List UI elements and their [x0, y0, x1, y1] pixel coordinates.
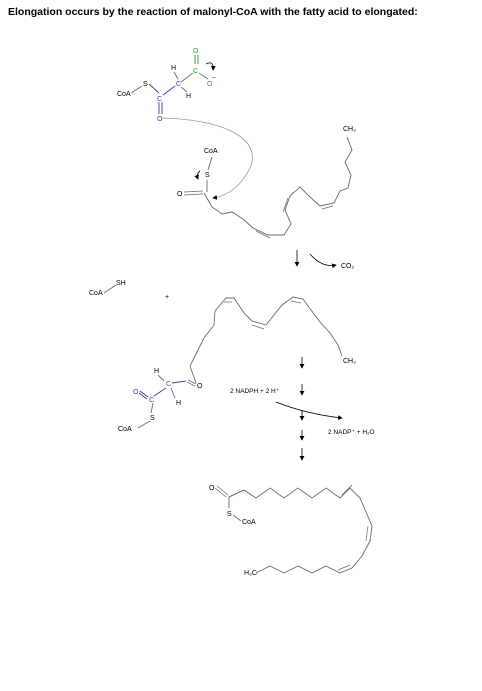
carboxyl-oxygen-label: O [193, 48, 199, 55]
negative-charge-label: − [212, 75, 216, 82]
bond [130, 85, 143, 94]
nadp-label: 2 NADP⁺ + H₂O [328, 429, 375, 436]
double-bond [158, 102, 163, 114]
double-bond [290, 300, 302, 304]
sh-label: SH [116, 280, 126, 287]
page-title: Elongation occurs by the reaction of mal… [8, 6, 418, 18]
double-bond [138, 390, 149, 400]
beta-ketoacyl-coa: CH₃ O C H H C O S CoA [118, 296, 356, 433]
bond [150, 402, 154, 414]
double-bond [194, 55, 199, 64]
bond [180, 86, 188, 93]
nadp-release-arrow [275, 401, 343, 420]
fatty-acid-chain [243, 487, 373, 574]
double-bond [183, 190, 204, 196]
plus-sign: + [165, 294, 169, 301]
coa-label: CoA [118, 426, 132, 433]
alpha-carbon-label: C [166, 381, 171, 388]
bond [153, 387, 167, 397]
reduction-step: 2 NADPH + 2 H⁺ 2 NADP⁺ + H₂O [230, 357, 375, 461]
carboxylate-oxygen-label: O [207, 81, 213, 88]
hydrogen-label: H [171, 65, 176, 72]
nucleophilic-attack-arrow [161, 117, 253, 200]
double-bond [321, 205, 334, 210]
bond [148, 83, 160, 94]
double-bond [251, 324, 265, 330]
carboxyl-carbon-label: C [193, 68, 198, 75]
bond [157, 374, 165, 382]
bond [162, 85, 176, 96]
bond [171, 380, 187, 384]
nadph-label: 2 NADPH + 2 H⁺ [230, 388, 280, 395]
coa-sh: CoA SH + [89, 280, 169, 301]
fatty-acid-chain [203, 136, 353, 236]
double-bond [214, 485, 229, 498]
electron-push-arrow [194, 170, 201, 180]
malonyl-coa-label: CoA [117, 91, 131, 98]
decarboxylation-step: CO₂ [294, 250, 355, 270]
bond [137, 420, 151, 429]
electron-push-arrow [205, 62, 216, 71]
sulfur-label: S [150, 415, 155, 422]
co2-label: CO₂ [341, 263, 355, 270]
product-coa-label: CoA [242, 519, 256, 526]
bond [170, 387, 176, 399]
carbonyl-oxygen-label: O [157, 116, 163, 123]
carbonyl-carbon-label: C [157, 96, 162, 103]
product-oxygen-label: O [209, 485, 215, 492]
thioester-oxygen-label: O [177, 191, 183, 198]
hydrogen-label: H [186, 93, 191, 100]
thioester-coa-label: CoA [204, 148, 218, 155]
double-bond [186, 379, 197, 387]
h3c-label: H₃C [244, 570, 257, 577]
thioester-carbon-label: C [149, 397, 154, 404]
co2-release-arrow [309, 253, 337, 269]
double-bond [282, 197, 289, 213]
ch3-label: CH₃ [343, 126, 356, 133]
thioester-oxygen-label: O [133, 389, 139, 396]
hydrogen-label: H [154, 368, 159, 375]
bond [232, 514, 242, 522]
coa-sh-coa-label: CoA [89, 290, 103, 297]
double-bond [341, 484, 353, 496]
keto-oxygen-label: O [197, 383, 203, 390]
bond [103, 284, 117, 294]
product-sulfur-label: S [227, 511, 232, 518]
ch3-label: CH₃ [343, 358, 356, 365]
bond [173, 71, 179, 80]
fatty-acid-chain [189, 296, 343, 384]
hydrogen-label: H [176, 400, 181, 407]
double-bond [365, 525, 369, 542]
elongated-acyl-coa-product: O S CoA H₃C [209, 484, 373, 577]
bond [207, 156, 213, 171]
thioester-sulfur-label: S [205, 172, 210, 179]
methylene-carbon-label: C [176, 81, 181, 88]
sulfur-label: S [143, 81, 148, 88]
bond [198, 72, 209, 80]
double-bond [255, 230, 271, 239]
bond [228, 489, 245, 498]
acyl-coa-substrate: CH₃ CoA S O [177, 126, 356, 239]
double-bond [337, 564, 351, 571]
bond [180, 72, 194, 83]
malonyl-coa-top: CoA S C O C H H C O O − [117, 48, 253, 200]
